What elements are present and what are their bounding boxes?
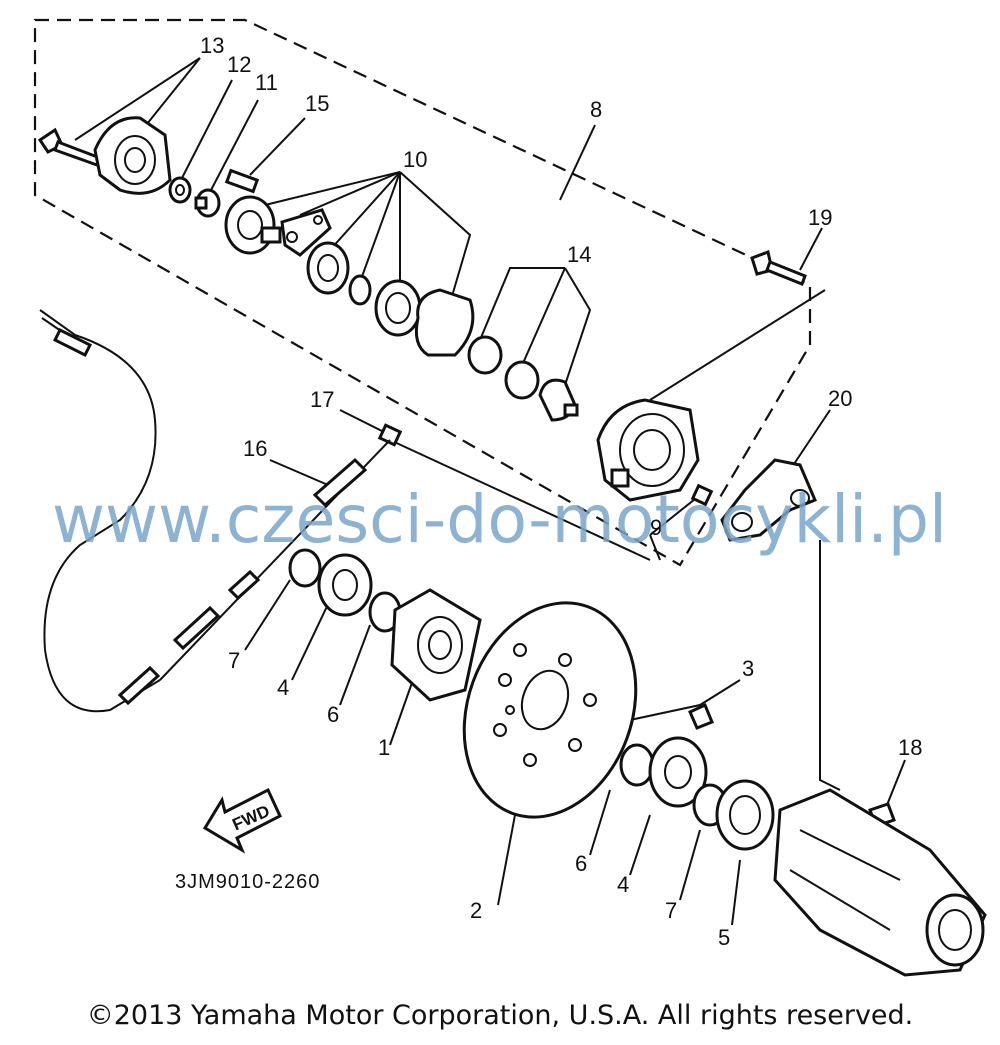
callout-10: 10 xyxy=(403,147,427,172)
callout-18: 18 xyxy=(898,735,922,760)
fwd-arrow-icon xyxy=(202,787,282,854)
adjuster-11 xyxy=(194,188,221,218)
diagram-code: 3JM9010-2260 xyxy=(175,871,320,893)
callout-4-right: 4 xyxy=(617,872,629,897)
callout-2: 2 xyxy=(470,898,482,923)
callout-3: 3 xyxy=(742,656,754,681)
copyright-notice: ©2013 Yamaha Motor Corporation, U.S.A. A… xyxy=(86,1000,914,1031)
callout-4-left: 4 xyxy=(277,675,289,700)
leader-lines xyxy=(74,57,906,926)
callout-labels: 13 12 11 15 10 8 14 19 17 20 16 9 7 4 6 … xyxy=(200,33,922,950)
caliper-body xyxy=(596,398,700,502)
callout-6-left: 6 xyxy=(327,702,339,727)
callout-17: 17 xyxy=(310,387,334,412)
callout-1: 1 xyxy=(378,735,390,760)
callout-12: 12 xyxy=(227,52,251,77)
nut-17 xyxy=(377,423,403,447)
actuator-10-parts xyxy=(224,195,475,357)
callout-14: 14 xyxy=(567,242,591,267)
bolt-13 xyxy=(37,127,102,167)
callout-6-right: 6 xyxy=(575,851,587,876)
callout-20: 20 xyxy=(828,386,852,411)
callout-7-right: 7 xyxy=(665,898,677,923)
callout-5: 5 xyxy=(718,925,730,950)
brake-disc-2 xyxy=(462,601,638,819)
callout-8: 8 xyxy=(590,97,602,122)
hub-1 xyxy=(390,588,482,702)
axle-housing xyxy=(773,788,987,977)
callout-9: 9 xyxy=(650,515,662,540)
caliper-cover xyxy=(93,116,172,195)
callout-11: 11 xyxy=(255,70,278,95)
washer-12 xyxy=(168,176,192,204)
bracket-20 xyxy=(720,458,817,542)
callout-19: 19 xyxy=(808,205,832,230)
callout-13: 13 xyxy=(200,33,224,58)
bolt-19 xyxy=(750,249,807,286)
piston-14 xyxy=(467,335,579,422)
caliper-assembly-boundary xyxy=(33,18,812,567)
brake-cable-16 xyxy=(39,309,391,713)
left-bearing-set xyxy=(288,548,402,633)
nut-9 xyxy=(690,483,714,507)
pin-15 xyxy=(224,168,260,194)
callout-16: 16 xyxy=(243,436,267,461)
right-bearing-set xyxy=(619,736,775,851)
bolt-3 xyxy=(688,702,714,730)
callout-15: 15 xyxy=(305,91,329,116)
callout-7-left: 7 xyxy=(228,648,240,673)
watermark: www.czesci-do-motocykli.pl xyxy=(52,481,947,558)
